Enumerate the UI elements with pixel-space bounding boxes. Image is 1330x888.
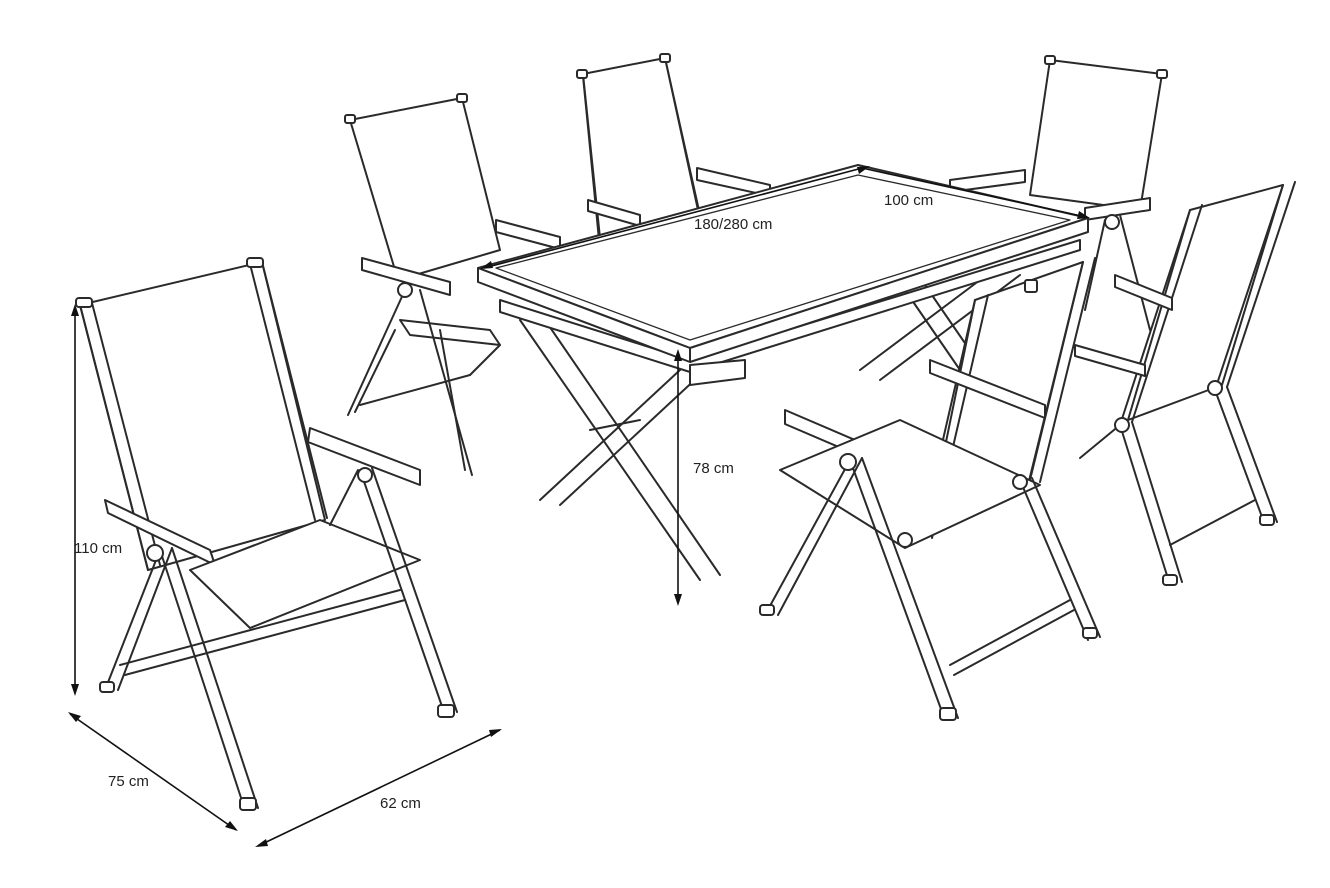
chair-back-left <box>344 93 561 476</box>
chair-front-center <box>759 257 1101 721</box>
dimension-lines <box>68 166 1090 847</box>
label-table-width: 100 cm <box>884 192 934 209</box>
chair-front-right <box>1074 181 1296 586</box>
dim-line-chair-width <box>257 729 501 847</box>
dim-line-table-length <box>483 166 867 269</box>
label-chair-width: 62 cm <box>380 795 421 812</box>
label-table-height: 78 cm <box>693 460 734 477</box>
dim-line-table-width <box>861 167 1087 218</box>
label-table-length: 180/280 cm <box>694 216 773 233</box>
dim-line-chair-depth <box>69 713 237 831</box>
label-chair-depth: 75 cm <box>108 773 149 790</box>
chair-back-center <box>576 53 771 251</box>
chair-front-left <box>75 257 458 811</box>
label-chair-height: 110 cm <box>74 540 123 557</box>
chair-back-right <box>949 55 1168 331</box>
